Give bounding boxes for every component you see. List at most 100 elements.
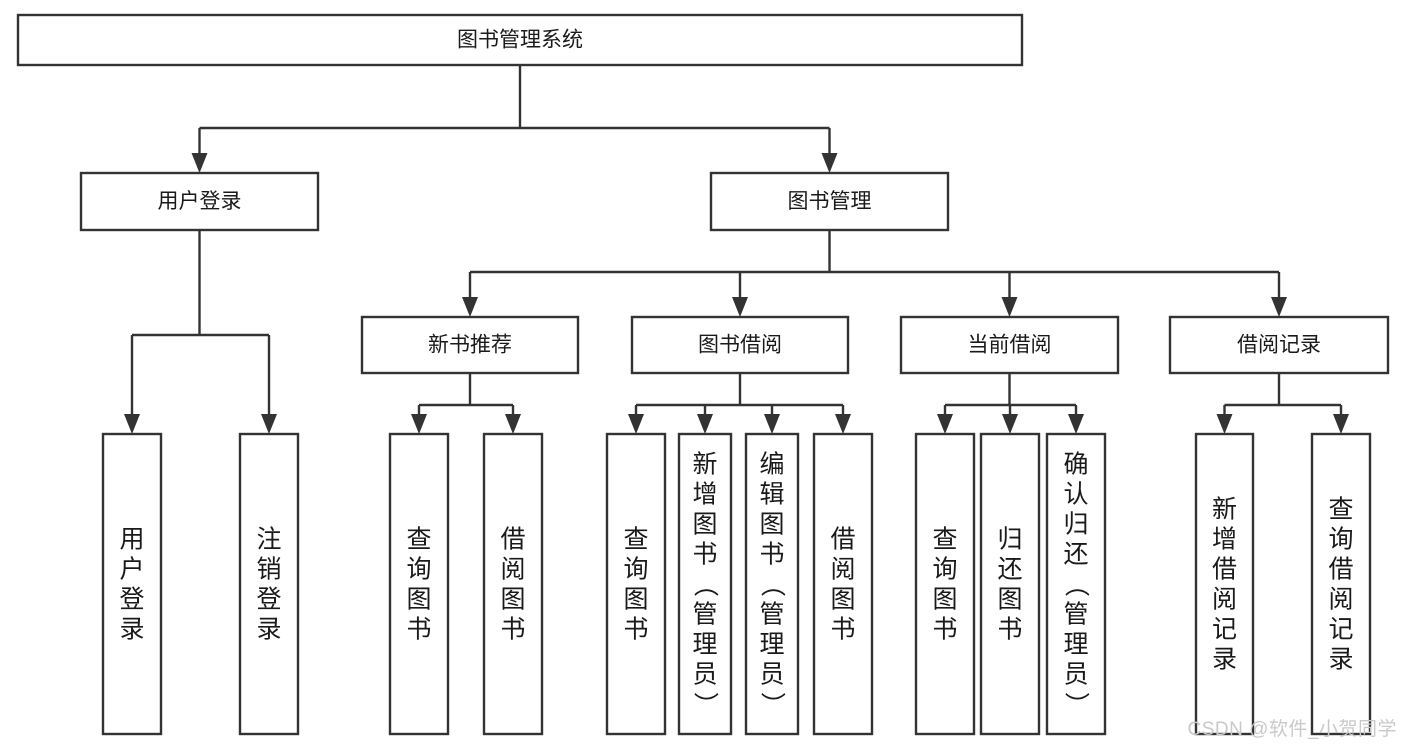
node-label-char: 记 bbox=[1212, 615, 1237, 643]
node-box bbox=[388, 432, 450, 736]
node-label-char: 登 bbox=[119, 585, 144, 613]
arrow-head-icon bbox=[261, 414, 277, 434]
node-label-char: 书 bbox=[623, 615, 648, 643]
node-label-char: 新 bbox=[692, 450, 717, 478]
node-label-char: 借 bbox=[500, 525, 525, 553]
node-label-char: 书 bbox=[759, 540, 784, 568]
arrow-head-icon bbox=[821, 153, 838, 173]
node-l3-new-book-rec[interactable]: 新书推荐 bbox=[360, 315, 580, 375]
node-label-char: 辑 bbox=[759, 480, 784, 508]
node-box bbox=[1168, 315, 1390, 375]
node-label: 图书借阅 bbox=[698, 334, 782, 357]
node-box bbox=[630, 315, 850, 375]
arrow-head-icon bbox=[835, 414, 851, 434]
arrow-head-icon bbox=[411, 414, 427, 434]
node-box bbox=[914, 432, 976, 736]
node-box bbox=[744, 432, 800, 736]
node-label-char: 图 bbox=[997, 585, 1022, 613]
node-leaf-br-add[interactable]: 新增借阅记录新增借阅记录 bbox=[1194, 432, 1255, 736]
node-label-char: 查 bbox=[932, 525, 957, 553]
node-l3-current-borrow[interactable]: 当前借阅 bbox=[899, 315, 1120, 375]
arrow-head-icon bbox=[505, 414, 521, 434]
node-leaf-user-login[interactable]: 用户登录用户登录 bbox=[101, 432, 163, 736]
node-label-char: 询 bbox=[406, 555, 431, 583]
node-label-char: 询 bbox=[932, 555, 957, 583]
node-leaf-bb-query[interactable]: 查询图书查询图书 bbox=[605, 432, 667, 736]
node-l3-borrow-record[interactable]: 借阅记录 bbox=[1168, 315, 1390, 375]
node-label-char: 编 bbox=[759, 450, 784, 478]
node-box bbox=[812, 432, 874, 736]
node-leaf-cb-return[interactable]: 归还图书归还图书 bbox=[979, 432, 1041, 736]
node-box bbox=[101, 432, 163, 736]
arrow-head-icon bbox=[1271, 297, 1287, 317]
node-layer: 图书管理系统用户登录图书管理新书推荐图书借阅当前借阅借阅记录用户登录用户登录注销… bbox=[16, 13, 1390, 736]
node-label-char: ） bbox=[691, 692, 719, 717]
node-l2-user-login[interactable]: 用户登录 bbox=[79, 171, 320, 232]
node-label-char: 录 bbox=[1212, 645, 1237, 673]
node-label: 图书管理 bbox=[788, 190, 872, 213]
node-label-char: 书 bbox=[692, 540, 717, 568]
node-label-char: 新 bbox=[1212, 495, 1237, 523]
node-label-char: 管 bbox=[1063, 600, 1088, 628]
arrow-head-icon bbox=[1333, 414, 1349, 434]
node-label-char: 登 bbox=[256, 585, 281, 613]
node-box bbox=[238, 432, 300, 736]
node-label-char: 阅 bbox=[500, 555, 525, 583]
node-label-char: 录 bbox=[119, 615, 144, 643]
node-label-char: 员 bbox=[1063, 660, 1088, 688]
node-label-char: 还 bbox=[1063, 540, 1088, 568]
node-leaf-cb-query[interactable]: 查询图书查询图书 bbox=[914, 432, 976, 736]
node-box bbox=[16, 13, 1024, 67]
node-l2-book-manage[interactable]: 图书管理 bbox=[709, 171, 950, 232]
connector-layer bbox=[124, 65, 1349, 434]
node-label-char: 注 bbox=[256, 525, 281, 553]
arrow-head-icon bbox=[462, 297, 478, 317]
node-label-char: 借 bbox=[1328, 555, 1353, 583]
node-label-char: 管 bbox=[692, 600, 717, 628]
node-label-char: 确 bbox=[1063, 450, 1088, 478]
node-label-char: 询 bbox=[1328, 525, 1353, 553]
node-label-char: 理 bbox=[692, 630, 717, 658]
arrow-head-icon bbox=[764, 414, 780, 434]
node-box bbox=[1310, 432, 1372, 736]
node-label-char: 员 bbox=[692, 660, 717, 688]
node-box bbox=[482, 432, 544, 736]
arrow-head-icon bbox=[191, 153, 208, 173]
node-leaf-rec-query[interactable]: 查询图书查询图书 bbox=[388, 432, 450, 736]
node-label-char: 书 bbox=[932, 615, 957, 643]
node-label-char: 管 bbox=[759, 600, 784, 628]
node-label-char: （ bbox=[691, 572, 719, 597]
node-label-char: 理 bbox=[759, 630, 784, 658]
node-box bbox=[709, 171, 950, 232]
node-box bbox=[360, 315, 580, 375]
node-label: 用户登录 bbox=[158, 190, 242, 213]
node-leaf-rec-borrow[interactable]: 借阅图书借阅图书 bbox=[482, 432, 544, 736]
node-root[interactable]: 图书管理系统 bbox=[16, 13, 1024, 67]
node-label: 新书推荐 bbox=[428, 334, 512, 357]
arrow-head-icon bbox=[1216, 414, 1233, 434]
node-leaf-logout[interactable]: 注销登录注销登录 bbox=[238, 432, 300, 736]
node-l3-book-borrow[interactable]: 图书借阅 bbox=[630, 315, 850, 375]
node-label-char: 认 bbox=[1063, 480, 1088, 508]
node-box bbox=[1045, 432, 1107, 736]
node-box bbox=[1194, 432, 1255, 736]
node-label-char: 查 bbox=[623, 525, 648, 553]
node-leaf-bb-borrow[interactable]: 借阅图书借阅图书 bbox=[812, 432, 874, 736]
node-box bbox=[79, 171, 320, 232]
node-label-char: （ bbox=[758, 572, 786, 597]
arrow-head-icon bbox=[937, 414, 953, 434]
node-label-char: 借 bbox=[830, 525, 855, 553]
node-box bbox=[899, 315, 1120, 375]
node-label-char: 增 bbox=[692, 480, 717, 508]
node-leaf-br-query[interactable]: 查询借阅记录查询借阅记录 bbox=[1310, 432, 1372, 736]
node-label-char: 录 bbox=[1328, 645, 1353, 673]
node-label-char: 查 bbox=[1328, 495, 1353, 523]
node-label-char: 借 bbox=[1212, 555, 1237, 583]
node-label-char: 阅 bbox=[830, 555, 855, 583]
node-label-char: 图 bbox=[406, 585, 431, 613]
